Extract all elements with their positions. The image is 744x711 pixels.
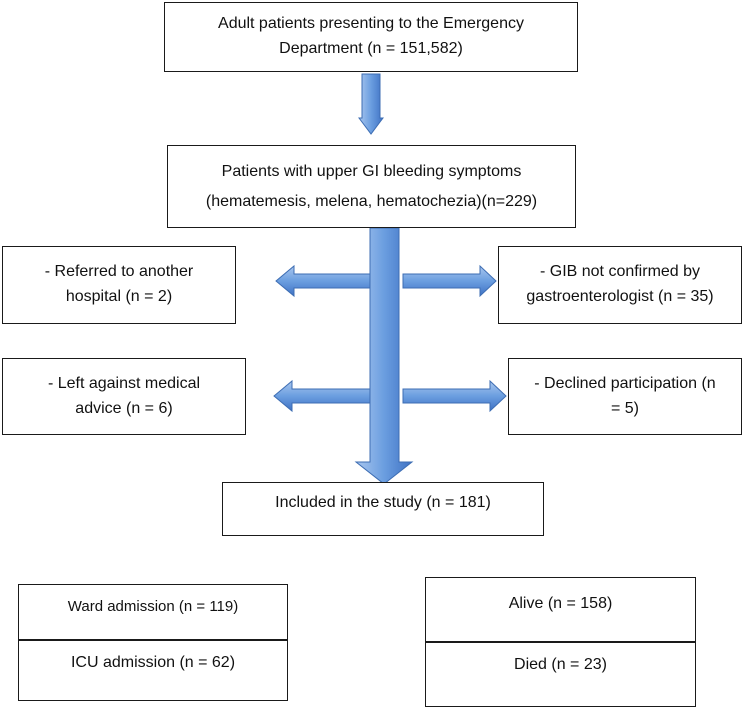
- ward-admission-box: Ward admission (n = 119): [18, 584, 288, 640]
- icu-admission-label: ICU admission (n = 62): [70, 654, 236, 671]
- died-label: Died (n = 23): [514, 656, 607, 673]
- left-ama-line2: advice (n = 6): [75, 399, 173, 417]
- declined-line1: - Declined participation (n: [534, 374, 716, 392]
- ed-patients-line2: Department (n = 151,582): [279, 40, 463, 57]
- included-label: Included in the study (n = 181): [275, 494, 491, 511]
- gib-not-confirmed-line1: - GIB not confirmed by: [539, 263, 701, 281]
- gi-bleeding-line2: (hematemesis, melena, hematochezia)(n=22…: [205, 192, 538, 210]
- left-ama-box: - Left against medical advice (n = 6): [2, 358, 246, 435]
- gib-not-confirmed-box: - GIB not confirmed by gastroenterologis…: [498, 246, 742, 324]
- down-arrow-main: [354, 227, 414, 485]
- included-box: Included in the study (n = 181): [222, 482, 544, 536]
- left-arrow-referred: [275, 264, 371, 298]
- left-arrow-ama: [273, 379, 371, 413]
- alive-label: Alive (n = 158): [508, 595, 613, 612]
- gi-bleeding-box: Patients with upper GI bleeding symptoms…: [167, 145, 576, 228]
- ward-admission-label: Ward admission (n = 119): [67, 598, 239, 615]
- alive-box: Alive (n = 158): [425, 577, 696, 642]
- died-box: Died (n = 23): [425, 642, 696, 707]
- down-arrow-top: [358, 73, 384, 135]
- declined-box: - Declined participation (n = 5): [508, 358, 742, 435]
- right-arrow-gib: [402, 264, 497, 298]
- ed-patients-line1: Adult patients presenting to the Emergen…: [218, 15, 524, 33]
- icu-admission-box: ICU admission (n = 62): [18, 640, 288, 701]
- referred-line2: hospital (n = 2): [65, 288, 173, 305]
- right-arrow-declined: [402, 379, 507, 413]
- ed-patients-box: Adult patients presenting to the Emergen…: [164, 2, 578, 72]
- left-ama-line1: - Left against medical: [47, 374, 201, 392]
- gib-not-confirmed-line2: gastroenterologist (n = 35): [526, 288, 714, 305]
- gi-bleeding-line1: Patients with upper GI bleeding symptoms: [221, 162, 522, 180]
- referred-line1: - Referred to another: [44, 263, 194, 281]
- declined-line2: = 5): [610, 399, 639, 417]
- referred-box: - Referred to another hospital (n = 2): [2, 246, 236, 324]
